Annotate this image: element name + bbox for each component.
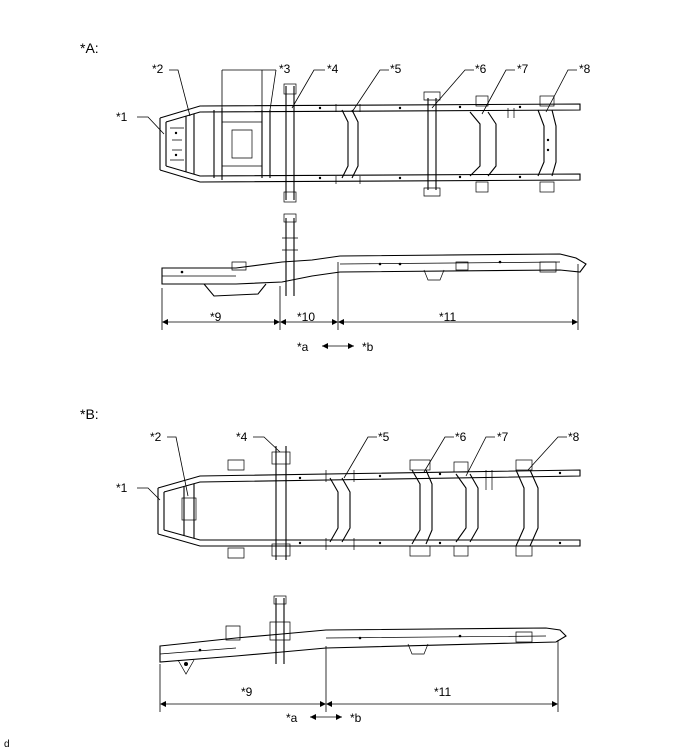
callout-b-8: *8 bbox=[568, 430, 580, 444]
frame-a-side-view bbox=[161, 213, 587, 297]
corner-mark: d bbox=[4, 739, 10, 750]
frame-a-top-view bbox=[159, 83, 581, 203]
leaders-a bbox=[137, 69, 577, 135]
dimensions-a bbox=[161, 262, 579, 349]
callout-a-1: *1 bbox=[116, 110, 128, 124]
callout-a-7: *7 bbox=[517, 62, 529, 76]
section-label-a: *A: bbox=[80, 40, 99, 56]
dimensions-b bbox=[159, 640, 559, 720]
callout-a-2: *2 bbox=[152, 62, 164, 76]
callout-a-6: *6 bbox=[475, 62, 487, 76]
dimension-b-9: *9 bbox=[241, 685, 253, 699]
frame-b-top-view bbox=[157, 446, 581, 560]
callout-a-3: *3 bbox=[279, 62, 291, 76]
direction-b-a: *a bbox=[286, 711, 298, 725]
callout-b-2: *2 bbox=[150, 430, 162, 444]
callout-b-5: *5 bbox=[378, 430, 390, 444]
leaders-b bbox=[137, 436, 567, 501]
frame-b-side-view bbox=[159, 595, 567, 675]
direction-a-b: *b bbox=[362, 340, 374, 354]
dimension-a-10: *10 bbox=[297, 310, 316, 324]
section-label-b: *B: bbox=[80, 406, 99, 422]
callout-a-5: *5 bbox=[390, 62, 402, 76]
callout-b-7: *7 bbox=[497, 430, 509, 444]
dimension-a-11: *11 bbox=[439, 310, 457, 324]
callout-a-4: *4 bbox=[327, 62, 339, 76]
callout-a-8: *8 bbox=[579, 62, 591, 76]
dimension-a-9: *9 bbox=[210, 310, 222, 324]
callout-b-6: *6 bbox=[455, 430, 467, 444]
direction-b-b: *b bbox=[350, 711, 362, 725]
direction-a-a: *a bbox=[297, 340, 309, 354]
callout-b-4: *4 bbox=[236, 430, 248, 444]
callout-b-1: *1 bbox=[116, 481, 128, 495]
dimension-b-11: *11 bbox=[434, 685, 452, 699]
